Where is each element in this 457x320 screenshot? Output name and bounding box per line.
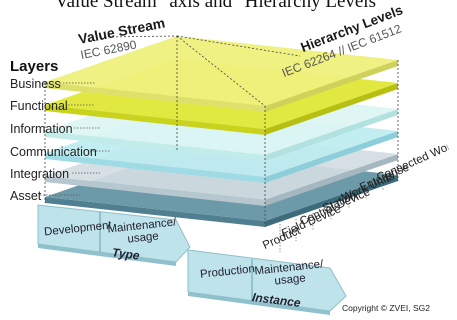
copyright-text: Copyright © ZVEI, SG2: [342, 303, 430, 313]
type-arrow-group: [37, 204, 191, 266]
type-arrow: [37, 204, 191, 263]
layers-title: Layers: [10, 58, 59, 75]
axis-guides: [44, 35, 399, 227]
layer-label-information: Information: [10, 122, 73, 136]
layer-label-functional: Functional: [10, 99, 68, 113]
layer-label-business: Business: [10, 77, 61, 91]
instance-arrow-group: [187, 249, 347, 315]
layer-label-asset: Asset: [10, 189, 42, 203]
layer-label-communication: Communication: [10, 145, 97, 159]
header-cut-text: Value Stream" axis and "Hierarchy Levels: [55, 0, 376, 12]
instance-arrow: [187, 249, 347, 312]
hierarchy-ticks: [279, 188, 384, 252]
layer-leaders: [40, 82, 110, 196]
layer-label-integration: Integration: [10, 167, 70, 181]
